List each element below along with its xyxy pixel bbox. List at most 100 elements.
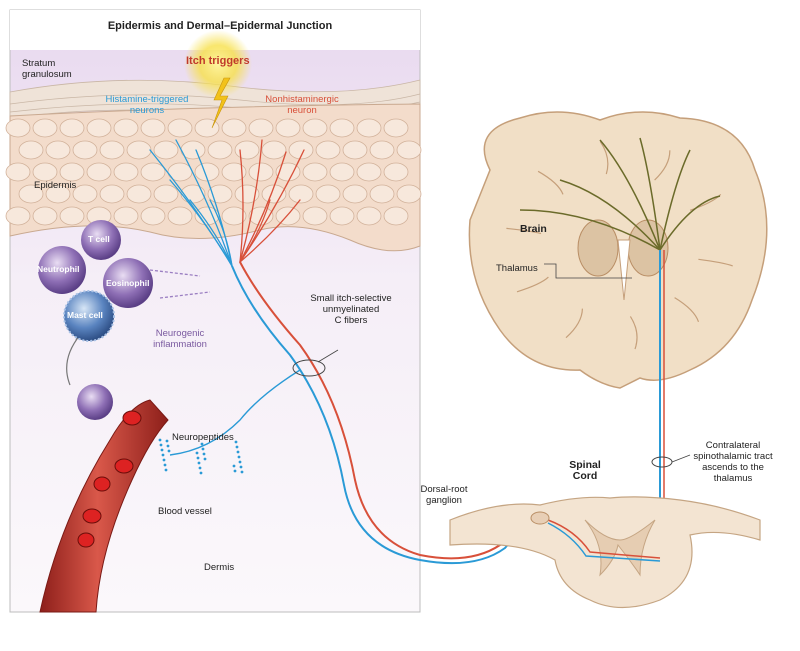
- nerve-branch: [239, 139, 263, 263]
- epidermal-cell: [5, 206, 31, 226]
- epidermal-cell: [194, 118, 220, 138]
- label-neutrophil: Neutrophil: [37, 264, 80, 274]
- nerve-branch: [239, 149, 244, 263]
- neuropeptide-dot: [167, 449, 171, 453]
- neuropeptide-dot: [197, 461, 201, 465]
- epidermal-cell: [167, 206, 193, 226]
- neuropeptide-dot: [195, 451, 199, 455]
- label-thalamus: Thalamus: [496, 263, 538, 274]
- neuropeptide-dot: [239, 465, 243, 469]
- epidermal-cell: [32, 118, 58, 138]
- epidermal-cell: [302, 162, 328, 182]
- tract-marker: [651, 456, 673, 468]
- nerve-branches: [149, 139, 305, 267]
- epidermal-cell: [86, 162, 112, 182]
- histamine-fiber: [231, 265, 549, 565]
- migrating-cell: [77, 384, 113, 420]
- projection-arrow: [519, 209, 661, 251]
- neuropeptide-dot: [237, 455, 241, 459]
- epidermal-cell: [126, 184, 152, 204]
- epidermal-cell: [383, 162, 409, 182]
- itch-glow: [184, 30, 252, 98]
- epidermal-cell: [207, 184, 233, 204]
- epidermal-cell: [113, 162, 139, 182]
- label-spinal-cord: Spinal Cord: [569, 459, 601, 482]
- tcell-body: [81, 220, 121, 260]
- label-epidermis: Epidermis: [34, 180, 77, 191]
- epidermal-cell: [383, 206, 409, 226]
- label-stratum: Stratum granulosum: [22, 58, 72, 80]
- drg-body: [530, 511, 550, 525]
- label-tcell: T cell: [88, 234, 110, 244]
- label-c-fibers: Small itch-selective unmyelinated C fibe…: [310, 293, 392, 326]
- neuropeptide-dot: [166, 444, 170, 448]
- epidermal-cell: [356, 206, 382, 226]
- neuropeptide-dot: [240, 470, 244, 474]
- neuropeptide-dot: [161, 453, 165, 457]
- epidermal-cell: [153, 140, 179, 160]
- neuropeptide-dot: [158, 438, 162, 442]
- epidermal-cell: [140, 118, 166, 138]
- neuropeptide-dot: [238, 460, 242, 464]
- epidermal-cell: [396, 184, 422, 204]
- epidermal-cell: [329, 162, 355, 182]
- epidermal-cell: [288, 140, 314, 160]
- label-spinothalamic-tract: Contralateral spinothalamic tract ascend…: [693, 440, 773, 484]
- epidermal-cell: [302, 206, 328, 226]
- epidermal-cell: [369, 140, 395, 160]
- neuropeptide-dots: [158, 438, 244, 475]
- projection-arrow: [599, 139, 661, 251]
- epidermal-cell: [113, 206, 139, 226]
- epidermal-cell: [18, 140, 44, 160]
- epidermal-cell: [356, 118, 382, 138]
- epidermal-cell: [396, 140, 422, 160]
- label-neurogenic-inflammation: Neurogenic inflammation: [153, 328, 207, 350]
- brain-section: [468, 111, 768, 389]
- epidermal-cell: [207, 140, 233, 160]
- epidermal-cell: [32, 162, 58, 182]
- label-mast-cell: Mast cell: [67, 310, 103, 320]
- epidermal-cell: [59, 118, 85, 138]
- label-itch-triggers: Itch triggers: [186, 55, 250, 67]
- epidermal-cell: [342, 184, 368, 204]
- neuropeptide-dot: [198, 466, 202, 470]
- neuropeptide-dot: [233, 469, 237, 473]
- lightning-bolt-icon: [211, 77, 231, 129]
- neuropeptide-dot: [163, 463, 167, 467]
- projection-arrow: [559, 179, 661, 251]
- nerve-branch: [239, 199, 301, 263]
- thalamus-pointer: [544, 263, 632, 279]
- epidermal-cell: [167, 118, 193, 138]
- neuropeptide-dot: [165, 439, 169, 443]
- neuropeptide-branch: [169, 369, 301, 456]
- panel-title: Epidermis and Dermal–Epidermal Junction: [107, 20, 333, 32]
- epidermis-cells: [5, 118, 422, 226]
- epidermal-cell: [140, 206, 166, 226]
- epidermal-cell: [275, 118, 301, 138]
- epidermal-cell: [221, 206, 247, 226]
- eosinophil-body: [103, 258, 153, 308]
- projection-arrow: [639, 137, 661, 251]
- epidermal-cell: [18, 184, 44, 204]
- brain-projection-arrows: [519, 137, 721, 251]
- neuropeptide-dot: [232, 464, 236, 468]
- epidermal-cell: [5, 118, 31, 138]
- label-dermis: Dermis: [204, 562, 235, 573]
- neuropeptide-dot: [159, 443, 163, 447]
- epidermal-cell: [140, 162, 166, 182]
- epidermal-cell: [275, 206, 301, 226]
- neuropeptide-dot: [160, 448, 164, 452]
- epidermal-cell: [221, 118, 247, 138]
- neuropeptide-dot: [196, 456, 200, 460]
- epidermal-cell: [315, 140, 341, 160]
- epidermal-cell: [261, 184, 287, 204]
- epidermal-cell: [99, 140, 125, 160]
- neuropeptide-dot: [199, 471, 203, 475]
- blood-vessel: [39, 399, 169, 613]
- epidermal-cell: [234, 184, 260, 204]
- neuropeptide-dot: [201, 447, 205, 451]
- c-fiber-marker: [292, 359, 326, 377]
- label-histamine-neurons: Histamine-triggered neurons: [105, 94, 189, 116]
- label-brain: Brain: [520, 223, 547, 235]
- epidermal-cell: [302, 118, 328, 138]
